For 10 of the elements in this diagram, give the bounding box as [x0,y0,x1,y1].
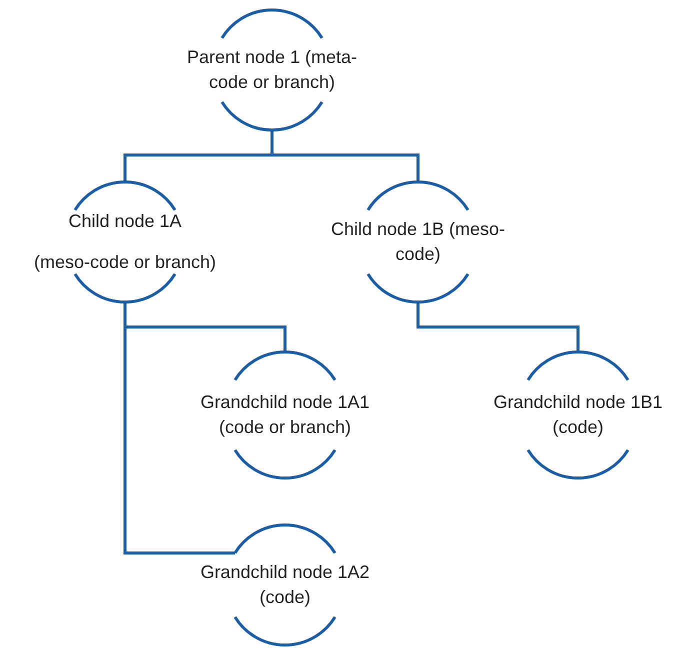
node-label: Parent node 1 (meta-code or branch) [186,46,358,94]
connector-line [270,130,420,182]
node-label: Grandchild node 1B1 (code) [492,391,664,439]
node-label: Child node 1A [68,210,182,233]
node-label: Child node 1B (meso-code) [330,218,506,266]
node-label: Grandchild node 1A1 (code or branch) [199,391,371,439]
node-label: (meso-code or branch) [34,251,216,274]
connector-line [124,302,235,554]
connector-line [416,302,580,352]
node-label: Grandchild node 1A2 (code) [199,561,371,609]
